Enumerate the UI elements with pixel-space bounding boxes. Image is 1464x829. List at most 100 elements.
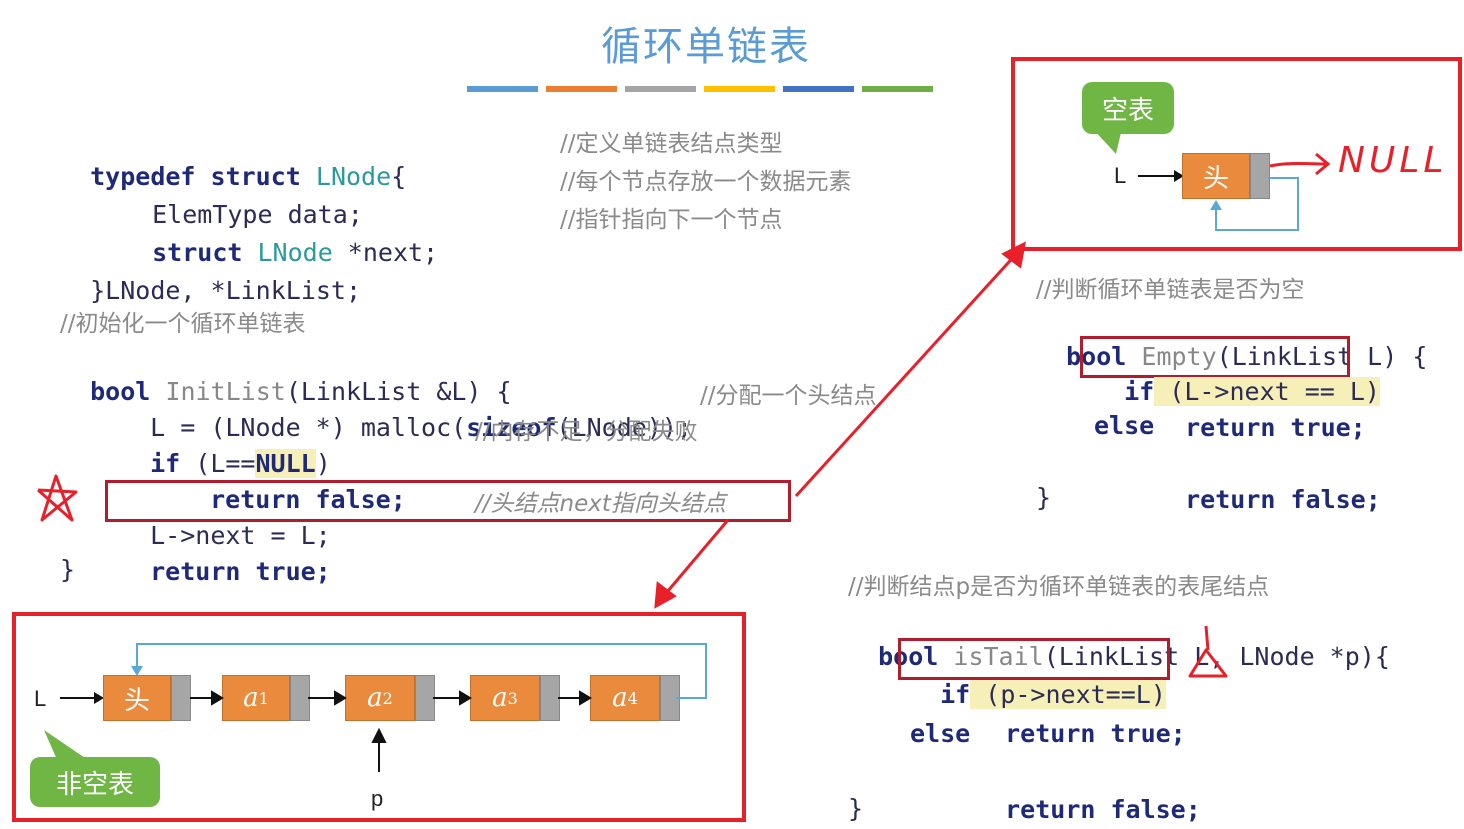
color-bar [467, 86, 538, 92]
code-text: (LNode)); [556, 413, 692, 442]
color-bar [625, 86, 696, 92]
empty-condition-highlight-box [1080, 336, 1350, 378]
code-text: ) [315, 449, 331, 478]
triangle-annotation-icon [1188, 625, 1228, 678]
typedef-line-4: }LNode, *LinkList; [60, 234, 361, 310]
head-pointer-label: L [1114, 163, 1127, 188]
keyword: struct [210, 162, 301, 191]
code-comment: //头结点next指向头结点 [475, 491, 726, 517]
init-return-false: return false; [180, 443, 406, 519]
empty-signature: bool Empty(LinkList L) { [1036, 300, 1427, 376]
keyword: struct [152, 238, 243, 267]
code-text: false; [1095, 795, 1201, 824]
tail-close-brace: } [848, 794, 864, 823]
keyword: typedef [90, 162, 196, 191]
init-comment-header: //初始化一个循环单链表 [60, 311, 306, 337]
condition-text: (p->next==L) [970, 680, 1166, 709]
code-comment: //内存不足，分配失败 [475, 419, 698, 445]
keyword: return [1185, 485, 1276, 514]
link-arrows-icon [131, 643, 707, 772]
empty-return-true: return true; [1155, 371, 1366, 447]
function-name: isTail [953, 642, 1044, 671]
color-bar [704, 86, 775, 92]
code-text: true; [1095, 719, 1186, 748]
null-keyword: NULL [255, 449, 316, 478]
color-bar [783, 86, 854, 92]
node-letter: a [243, 683, 259, 713]
bubble-tail [44, 730, 88, 762]
code-comment: //定义单链表结点类型 [560, 131, 783, 157]
null-annotation: NULL [1338, 140, 1448, 181]
code-text: *next; [332, 238, 439, 267]
keyword: if [1124, 377, 1155, 406]
empty-head-node: 头 [1182, 153, 1270, 199]
empty-list-diagram-frame [1011, 57, 1462, 251]
condition-text: (L->next == L) [1154, 377, 1380, 406]
empty-else: else [1094, 411, 1155, 440]
self-loop-arrow-icon [1210, 177, 1299, 231]
title-color-bars [467, 86, 933, 92]
code-text: ElemType data; [152, 200, 363, 229]
red-arrow-icon [1269, 152, 1331, 176]
code-text: (LinkList L) { [1216, 342, 1428, 371]
typedef-line-1: typedef struct LNode{ [60, 120, 406, 196]
node-letter: a [492, 683, 508, 713]
node-letter: a [367, 683, 383, 713]
code-text: (LinkList &L) { [285, 377, 512, 406]
node-subscript: 2 [382, 688, 393, 708]
keyword: if [940, 680, 971, 709]
bubble-tail [1092, 128, 1122, 154]
head-pointer-arrow-icon [1138, 170, 1184, 182]
init-close-brace: } [60, 555, 76, 584]
empty-list-bubble: 空表 [1082, 82, 1174, 134]
tail-return-false: return false; [975, 753, 1201, 829]
init-self-link-line: L->next = L; [120, 479, 331, 555]
code-text: (L== [180, 449, 256, 478]
keyword: return [1005, 719, 1096, 748]
function-name: Empty [1141, 342, 1217, 371]
code-text: false; [300, 485, 406, 514]
init-signature: bool InitList(LinkList &L) { [60, 335, 512, 411]
init-if-null-line: if (L==NULL) [120, 407, 331, 483]
empty-comment-header: //判断循环单链表是否为空 [1036, 277, 1305, 303]
code-comment: //分配一个头结点 [700, 383, 877, 409]
code-comment: //每个节点存放一个数据元素 [560, 169, 852, 195]
nonempty-list-bubble: 非空表 [30, 757, 160, 807]
code-text: }LNode, *LinkList; [90, 276, 362, 305]
keyword: bool [878, 642, 939, 671]
tail-return-true: return true; [975, 677, 1186, 753]
empty-close-brace: } [1036, 483, 1052, 512]
node-letter: a [612, 683, 628, 713]
node-data: 头 [1182, 153, 1250, 199]
type-name: LNode [315, 162, 392, 191]
star-annotation-icon [37, 474, 78, 522]
keyword: if [150, 449, 181, 478]
tail-else: else [910, 719, 971, 748]
list-node-head: 头 [103, 675, 191, 721]
init-return-true: return true; [120, 515, 331, 591]
tail-comment-header: //判断结点p是否为循环单链表的表尾结点 [848, 574, 1270, 600]
typedef-line-2: ElemType data; [122, 158, 363, 234]
code-text: (LinkList L, LNode *p){ [1043, 642, 1390, 671]
keyword: bool [1066, 342, 1127, 371]
code-text: L->next = L; [150, 521, 331, 550]
tail-condition-highlight-box [898, 638, 1170, 680]
node-subscript: 3 [507, 688, 518, 708]
pointer-p-label: p [371, 786, 384, 811]
nonempty-list-diagram-frame [12, 612, 746, 822]
head-pointer-arrow-icon [60, 692, 104, 704]
tail-signature: bool isTail(LinkList L, LNode *p){ [848, 600, 1390, 676]
code-comment: //指针指向下一个节点 [560, 207, 783, 233]
tail-if-line: if (p->next==L) [910, 638, 1166, 714]
empty-return-false: return false; [1155, 443, 1381, 519]
typedef-line-3: struct LNode *next; [122, 196, 438, 272]
